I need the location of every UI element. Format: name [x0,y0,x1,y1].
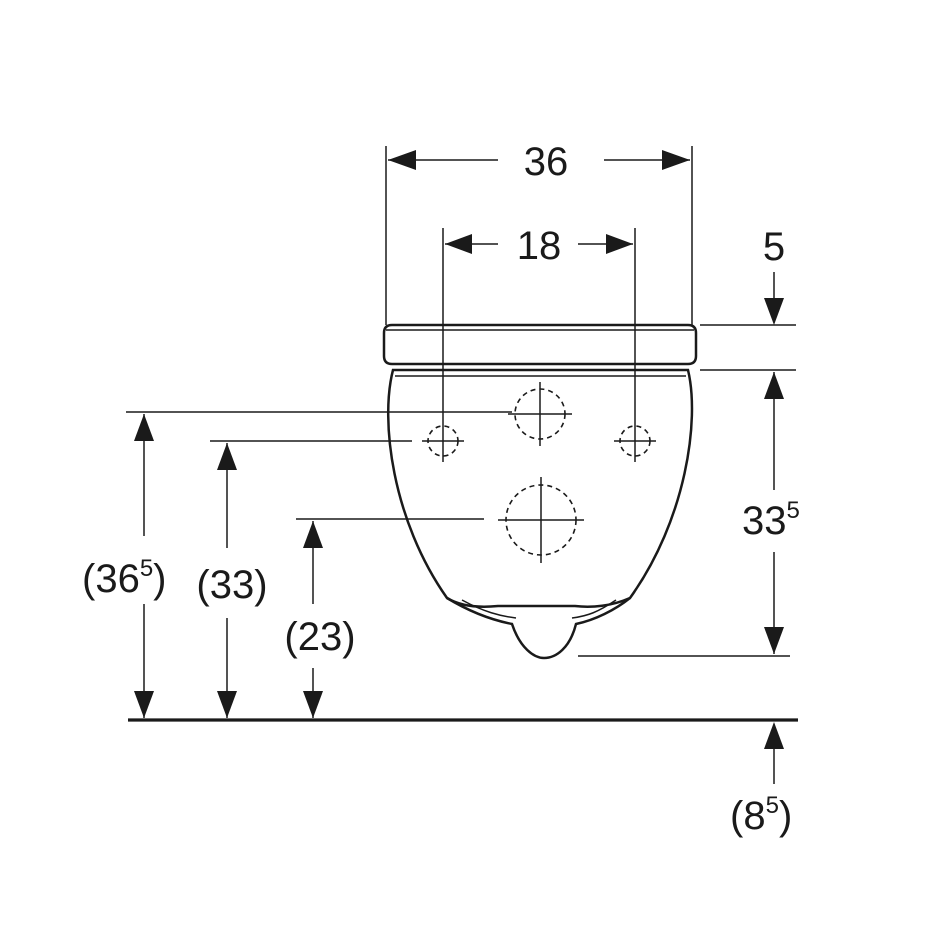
outlet-connection-symbol [498,477,584,563]
dimension-upper-connection-height: (365) [82,411,512,718]
fixing-height-label: (33) [196,563,267,607]
fixing-spacing-label: 18 [517,224,562,268]
dimension-seat-thickness: 5 [700,225,796,371]
dimension-floor-offset: (85) [730,722,792,838]
upper-connection-height-label: (365) [82,555,167,601]
dimension-fixing-spacing: 18 [442,224,636,420]
toilet-seat [382,323,698,366]
upper-connection-symbol [508,382,572,446]
dimension-fixing-height: (33) [196,440,412,718]
dimension-outlet-height: (23) [284,518,484,718]
dimension-total-width: 36 [385,140,693,325]
outlet-height-label: (23) [284,615,355,659]
total-width-label: 36 [524,140,569,184]
right-fixing-symbol [614,420,656,462]
left-fixing-symbol [422,420,464,462]
bowl-height-label: 335 [742,497,800,543]
dimension-bowl-height: 335 [578,372,800,657]
floor-offset-label: (85) [730,792,792,838]
seat-thickness-label: 5 [763,225,785,269]
